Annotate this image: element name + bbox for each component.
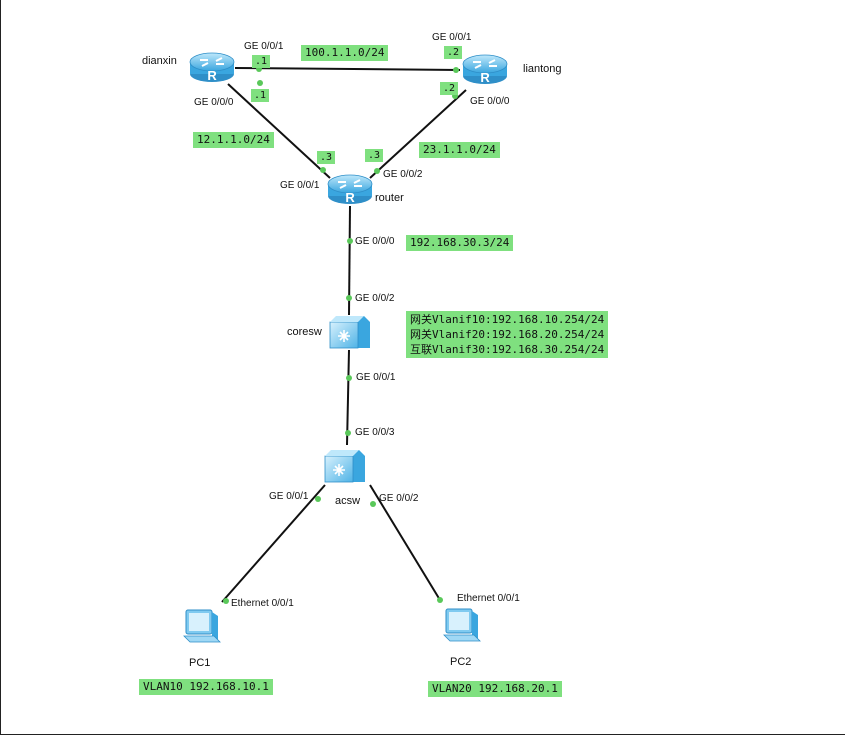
host-id-badge: .1 [251, 89, 270, 102]
link-acsw-pc2 [369, 484, 441, 601]
pc-icon[interactable] [443, 608, 481, 642]
host-id-badge: .3 [317, 151, 336, 164]
port-label: GE 0/0/1 [432, 32, 472, 43]
port-label: GE 0/0/2 [379, 493, 419, 504]
port-label: GE 0/0/2 [383, 169, 423, 180]
device-name-acsw: acsw [335, 495, 361, 507]
port-label: GE 0/0/1 [280, 180, 320, 191]
device-name-pc1: PC1 [189, 657, 211, 669]
router-icon[interactable] [462, 54, 508, 86]
gateway-line: 网关Vlanif10:192.168.10.254/24 [410, 313, 605, 326]
port-label: GE 0/0/0 [194, 97, 234, 108]
device-name-liantong: liantong [523, 63, 562, 75]
port-label: GE 0/0/0 [470, 96, 510, 107]
device-name-coresw: coresw [287, 326, 322, 338]
port-label: GE 0/0/0 [355, 236, 395, 247]
device-name-pc2: PC2 [450, 656, 472, 668]
host-id-badge: .3 [365, 149, 384, 162]
router-icon[interactable] [327, 174, 373, 206]
gateway-line: 网关Vlanif20:192.168.20.254/24 [410, 328, 605, 341]
pc-vlan-label: VLAN10 192.168.10.1 [139, 679, 273, 695]
subnet-label: 192.168.30.3/24 [406, 235, 514, 251]
link-coresw-acsw [346, 349, 350, 446]
subnet-label: 100.1.1.0/24 [301, 45, 389, 61]
switch-icon[interactable] [324, 449, 366, 483]
router-icon[interactable] [189, 52, 235, 84]
gateway-line: 互联Vlanif30:192.168.30.254/24 [410, 343, 605, 356]
link-acsw-pc1 [221, 484, 326, 603]
gateway-info-box: 网关Vlanif10:192.168.10.254/24 网关Vlanif20:… [406, 311, 609, 358]
port-label: GE 0/0/1 [269, 491, 309, 502]
port-label: GE 0/0/3 [355, 427, 395, 438]
link-liantong-router [369, 89, 467, 179]
host-id-badge: .2 [440, 82, 459, 95]
host-id-badge: .2 [444, 46, 463, 59]
port-dots [223, 66, 459, 604]
device-name-dianxin: dianxin [142, 55, 177, 67]
port-label: GE 0/0/2 [355, 293, 395, 304]
subnet-label: 23.1.1.0/24 [419, 142, 500, 158]
device-name-router: router [375, 192, 404, 204]
link-dianxin-liantong [234, 67, 461, 71]
subnet-label: 12.1.1.0/24 [193, 132, 274, 148]
switch-icon[interactable] [329, 315, 371, 349]
host-id-badge: .1 [252, 55, 271, 68]
port-label: GE 0/0/1 [356, 372, 396, 383]
port-label: GE 0/0/1 [244, 41, 284, 52]
pc-vlan-label: VLAN20 192.168.20.1 [428, 681, 562, 697]
link-dianxin-router [227, 83, 331, 179]
pc-icon[interactable] [183, 609, 221, 643]
port-label: Ethernet 0/0/1 [457, 593, 520, 604]
port-label: Ethernet 0/0/1 [231, 598, 294, 609]
